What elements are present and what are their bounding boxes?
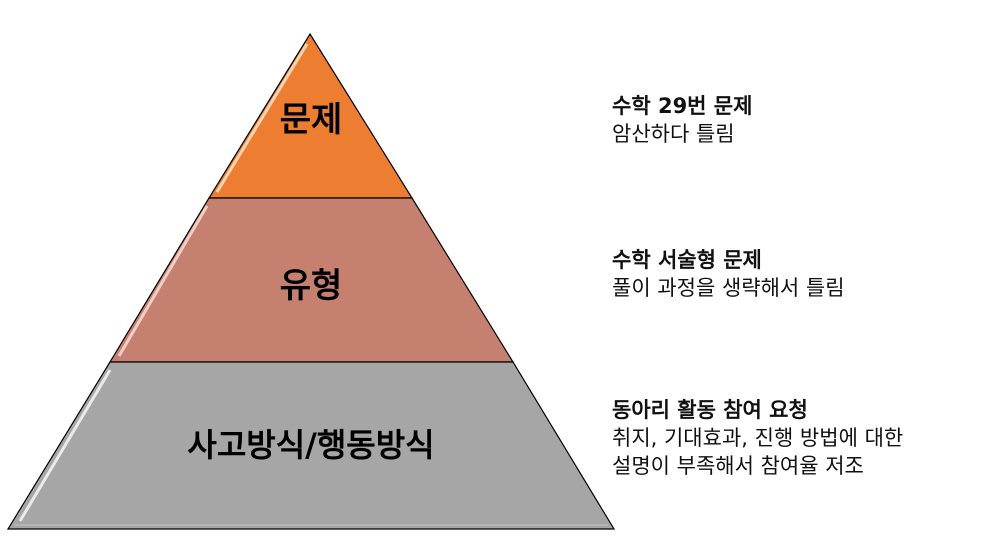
description-title: 동아리 활동 참여 요청 bbox=[612, 398, 808, 422]
description-title: 수학 서술형 문제 bbox=[612, 248, 762, 272]
description-line: 암산하다 틀림 bbox=[612, 122, 735, 146]
level-2-label: 유형 bbox=[279, 266, 343, 306]
level-3-description: 동아리 활동 참여 요청 취지, 기대효과, 진행 방법에 대한 설명이 부족해… bbox=[612, 396, 903, 480]
description-line: 풀이 과정을 생략해서 틀림 bbox=[612, 276, 845, 300]
level-2-description: 수학 서술형 문제 풀이 과정을 생략해서 틀림 bbox=[612, 246, 845, 302]
description-title: 수학 29번 문제 bbox=[612, 94, 753, 118]
level-3-label: 사고방식/행동방식 bbox=[187, 426, 435, 464]
level-1-label: 문제 bbox=[279, 100, 343, 140]
level-1-description: 수학 29번 문제 암산하다 틀림 bbox=[612, 92, 752, 148]
description-line: 설명이 부족해서 참여율 저조 bbox=[612, 454, 864, 478]
pyramid-level-3 bbox=[6, 361, 616, 530]
pyramid-diagram bbox=[6, 32, 616, 530]
description-line: 취지, 기대효과, 진행 방법에 대한 bbox=[612, 426, 904, 450]
